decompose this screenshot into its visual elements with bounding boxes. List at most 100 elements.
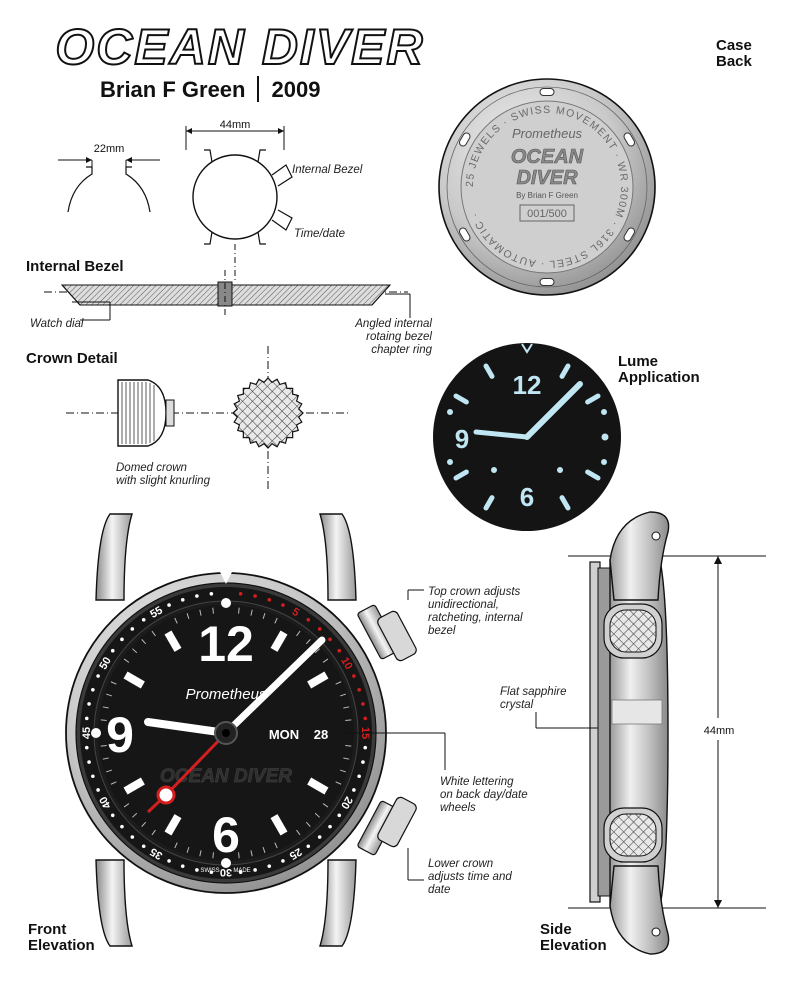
minute-tick xyxy=(262,846,266,853)
bezel-dot xyxy=(328,637,332,642)
case-back-model-2: DIVER xyxy=(516,167,578,189)
top-crown xyxy=(357,604,417,662)
lume-dot xyxy=(601,459,607,465)
minute-tick xyxy=(238,607,240,614)
hour-hand xyxy=(144,718,230,737)
bezel-dot xyxy=(281,603,285,607)
lume-marker xyxy=(559,363,571,379)
bezel-dot xyxy=(120,824,124,829)
bezel-number: 25 xyxy=(287,845,304,862)
case-back-notch xyxy=(539,278,555,286)
case-back-serial: 001/500 xyxy=(527,208,567,220)
bezel-dot xyxy=(267,864,272,868)
bezel-dot xyxy=(167,603,171,607)
minute-tick xyxy=(322,803,329,808)
minute-tick xyxy=(106,769,113,773)
dim-side-height: 44mm xyxy=(704,725,735,737)
lume-marker xyxy=(585,393,601,405)
minute-tick xyxy=(212,852,214,859)
bezel-dot xyxy=(357,774,361,779)
lug-width-sketch: 22mm xyxy=(58,143,160,213)
lume-marker xyxy=(483,363,495,379)
lume-minute-hand xyxy=(524,381,583,440)
bezel-dot xyxy=(110,813,115,818)
hour-marker xyxy=(164,630,182,652)
bezel-number: 45 xyxy=(81,727,93,739)
case-back-notch xyxy=(458,227,471,242)
swiss-right: MADE xyxy=(233,868,250,874)
annotation-domed-crown: Domed crown with slight knurling xyxy=(116,462,210,487)
bezel-dot xyxy=(363,745,368,750)
lume-dial: 12 6 9 xyxy=(433,343,621,531)
bezel-dot xyxy=(317,627,322,631)
annotation-top-crown: Top crown adjusts unidirectional, ratche… xyxy=(428,586,523,637)
lume-marker xyxy=(483,495,495,511)
minute-tick xyxy=(174,842,178,849)
twelve-dot xyxy=(221,598,231,608)
lume-dot xyxy=(557,467,563,473)
minute-tick xyxy=(345,745,352,747)
hour-marker xyxy=(164,814,182,836)
minute-tick xyxy=(305,639,311,645)
minute-tick xyxy=(296,630,301,637)
bezel-dot xyxy=(267,598,272,602)
bezel-dot xyxy=(91,774,95,779)
bezel-dot xyxy=(87,760,91,764)
bezel-dot xyxy=(337,813,342,818)
case-back-notch xyxy=(623,227,636,242)
bezel-dot xyxy=(363,716,368,721)
minute-tick xyxy=(335,681,342,685)
section-front-elevation: Front Elevation xyxy=(28,921,95,954)
case-back: 25 JEWELS · SWISS MOVEMENT · WR 300M · 3… xyxy=(438,78,656,296)
minute-tick xyxy=(141,821,147,827)
bezel-dot xyxy=(91,687,95,692)
case-back-notch xyxy=(539,88,555,96)
minute-tick xyxy=(335,781,342,785)
crown-side-view xyxy=(66,379,350,447)
bezel-dot xyxy=(253,868,257,872)
bezel-dot xyxy=(84,716,89,721)
bezel-number: 50 xyxy=(97,655,114,672)
minute-tick xyxy=(106,693,113,697)
annotation-watch-dial: Watch dial xyxy=(30,318,84,330)
hour-marker xyxy=(307,777,329,795)
annotation-white-lettering: White lettering on back day/date wheels xyxy=(440,776,528,814)
case-top-sketch: 44mm xyxy=(185,119,293,280)
bezel-dot xyxy=(120,637,124,642)
dial-nine: 9 xyxy=(106,707,134,763)
annotation-time-date-crown: Time/date xyxy=(294,228,346,240)
bezel-dot xyxy=(130,627,135,631)
lower-crown xyxy=(357,796,417,856)
section-lume-application: Lume Application xyxy=(618,353,700,386)
minute-tick xyxy=(151,630,156,637)
case-back-brand: Prometheus xyxy=(512,126,583,141)
minute-tick xyxy=(132,812,138,818)
date-window: 28 xyxy=(314,727,328,742)
hour-marker xyxy=(270,630,288,652)
section-crown-detail: Crown Detail xyxy=(26,350,118,367)
side-lower-crown xyxy=(603,807,663,863)
lume-dot xyxy=(447,459,453,465)
minute-tick xyxy=(238,852,240,859)
lume-dot xyxy=(601,433,609,441)
lume-dot xyxy=(491,467,497,473)
bezel-dot xyxy=(317,835,322,839)
bezel-number: 55 xyxy=(148,604,165,621)
bezel-dot xyxy=(238,870,243,875)
minute-tick xyxy=(343,706,350,709)
minute-tick xyxy=(314,812,320,818)
minute-tick xyxy=(274,842,278,849)
minute-tick xyxy=(314,648,320,654)
bezel-dot xyxy=(180,864,185,868)
dim-case-width: 44mm xyxy=(220,119,251,131)
section-internal-bezel: Internal Bezel xyxy=(26,258,124,275)
minute-tick xyxy=(123,803,130,808)
bezel-dot xyxy=(337,648,342,653)
bezel-dot xyxy=(195,868,199,872)
seconds-hand xyxy=(164,731,228,797)
bezel-dot xyxy=(281,859,285,863)
lume-marker xyxy=(453,393,469,405)
lume-dot xyxy=(601,409,607,415)
minute-tick xyxy=(151,829,156,836)
hour-marker xyxy=(307,671,329,689)
